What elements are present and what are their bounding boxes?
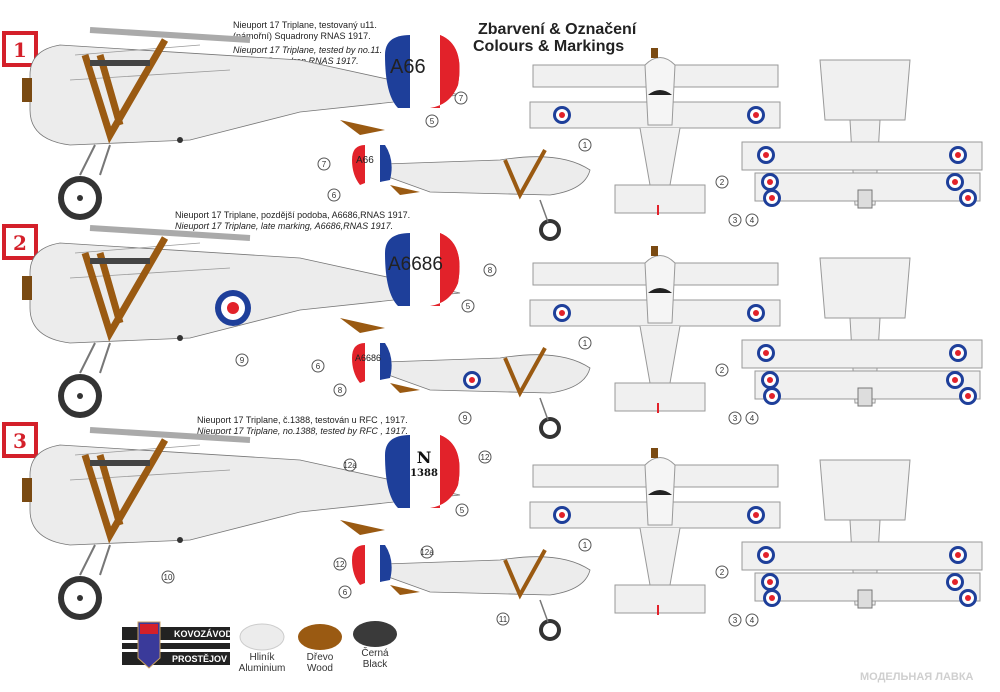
callout: 3 [733,616,738,625]
rudder-serial: A6686 [388,254,443,275]
callout: 9 [240,356,245,365]
caption-cz: Nieuport 17 Triplane, testovaný u11. [233,20,377,30]
badge-1-number: 1 [13,38,27,62]
callout: 12 [481,453,490,462]
callouts: 8 5 9 6 8 9 1 2 3 4 [235,263,759,425]
badge-3-number: 3 [13,429,27,453]
callout: 8 [338,386,343,395]
swatch-label-en: Wood [307,663,333,674]
callout: 7 [322,160,327,169]
swatch-label-cz: Hliník [249,652,275,663]
small-fuselage-roundel [463,371,481,389]
swatch-label-en: Aluminium [239,663,286,674]
callout: 4 [750,216,755,225]
manufacturer-logo: KOVOZÁVODY PROSTĚJOV [122,621,238,669]
swatch-label-cz: Dřevo [307,652,334,663]
swatch-aluminium [239,623,285,651]
callout: 7 [459,94,464,103]
callout: 3 [733,216,738,225]
callout: 2 [720,568,725,577]
badge-3 [2,422,38,458]
title-en: Colours & Markings [473,38,624,55]
caption-cz: Nieuport 17 Triplane, pozdější podoba, A… [175,210,410,220]
logo-text-top: KOVOZÁVODY [174,629,238,639]
callout: 8 [488,266,493,275]
rudder-small [352,545,392,585]
callout: 6 [316,362,321,371]
callout: 1 [583,141,588,150]
callout: 11 [499,615,508,624]
callout: 12 [336,560,345,569]
swatch-wood [298,624,342,650]
scheme-2: 2 Nieuport 17 Triplane, pozdější podoba,… [2,210,982,441]
callouts: 12 12a 5 10 12 12a 6 11 1 2 3 4 [161,450,759,627]
paint-legend: Hliník Aluminium Dřevo Wood Černá Black [239,621,397,674]
scheme-3: 3 Nieuport 17 Triplane, č.1388, testován… [2,415,982,643]
callout: 12a [343,461,357,470]
scheme-1: 1 Nieuport 17 Triplane, testovaný u11. (… [2,20,982,243]
callout: 4 [750,414,755,423]
rudder-serial: A66 [390,56,426,78]
callout: 3 [733,414,738,423]
caption-cz: Nieuport 17 Triplane, č.1388, testován u… [197,415,408,425]
fuselage-roundel [215,290,251,326]
callout: 1 [583,541,588,550]
caption-en: Nieuport 17 Triplane, late marking, A668… [175,221,393,231]
callout: 5 [460,506,465,515]
callout: 6 [343,588,348,597]
callout: 2 [720,178,725,187]
caption-cz-2: (námořní) Squadrony RNAS 1917. [233,31,371,41]
swatch-label-cz: Černá [361,646,389,659]
callout: 4 [750,616,755,625]
callout: 2 [720,366,725,375]
badge-2 [2,224,38,260]
swatch-black [353,621,397,647]
watermark: МОДЕЛЬНАЯ ЛАВКА [860,671,974,683]
small-serial: A6686 [355,353,381,363]
rudder-small [352,343,392,383]
badge-1 [2,31,38,67]
title-cz: Zbarvení & Označení [478,21,637,38]
callout: 5 [466,302,471,311]
small-serial: A66 [356,155,374,166]
caption-en: Nieuport 17 Triplane, no.1388, tested by… [197,426,408,436]
callout: 6 [332,191,337,200]
rudder-serial: 1388 [410,468,438,479]
callout: 5 [430,117,435,126]
badge-2-number: 2 [13,231,27,255]
callouts: 7 5 7 6 1 2 3 4 [317,91,759,227]
logo-text-bottom: PROSTĚJOV [172,653,227,664]
swatch-label-en: Black [363,659,388,670]
callout: 12a [420,548,434,557]
callout: 10 [164,573,173,582]
callout: 9 [463,414,468,423]
caption-en: Nieuport 17 Triplane, tested by no.11. [233,45,382,55]
rudder-letter: N [417,448,432,467]
callout: 1 [583,339,588,348]
